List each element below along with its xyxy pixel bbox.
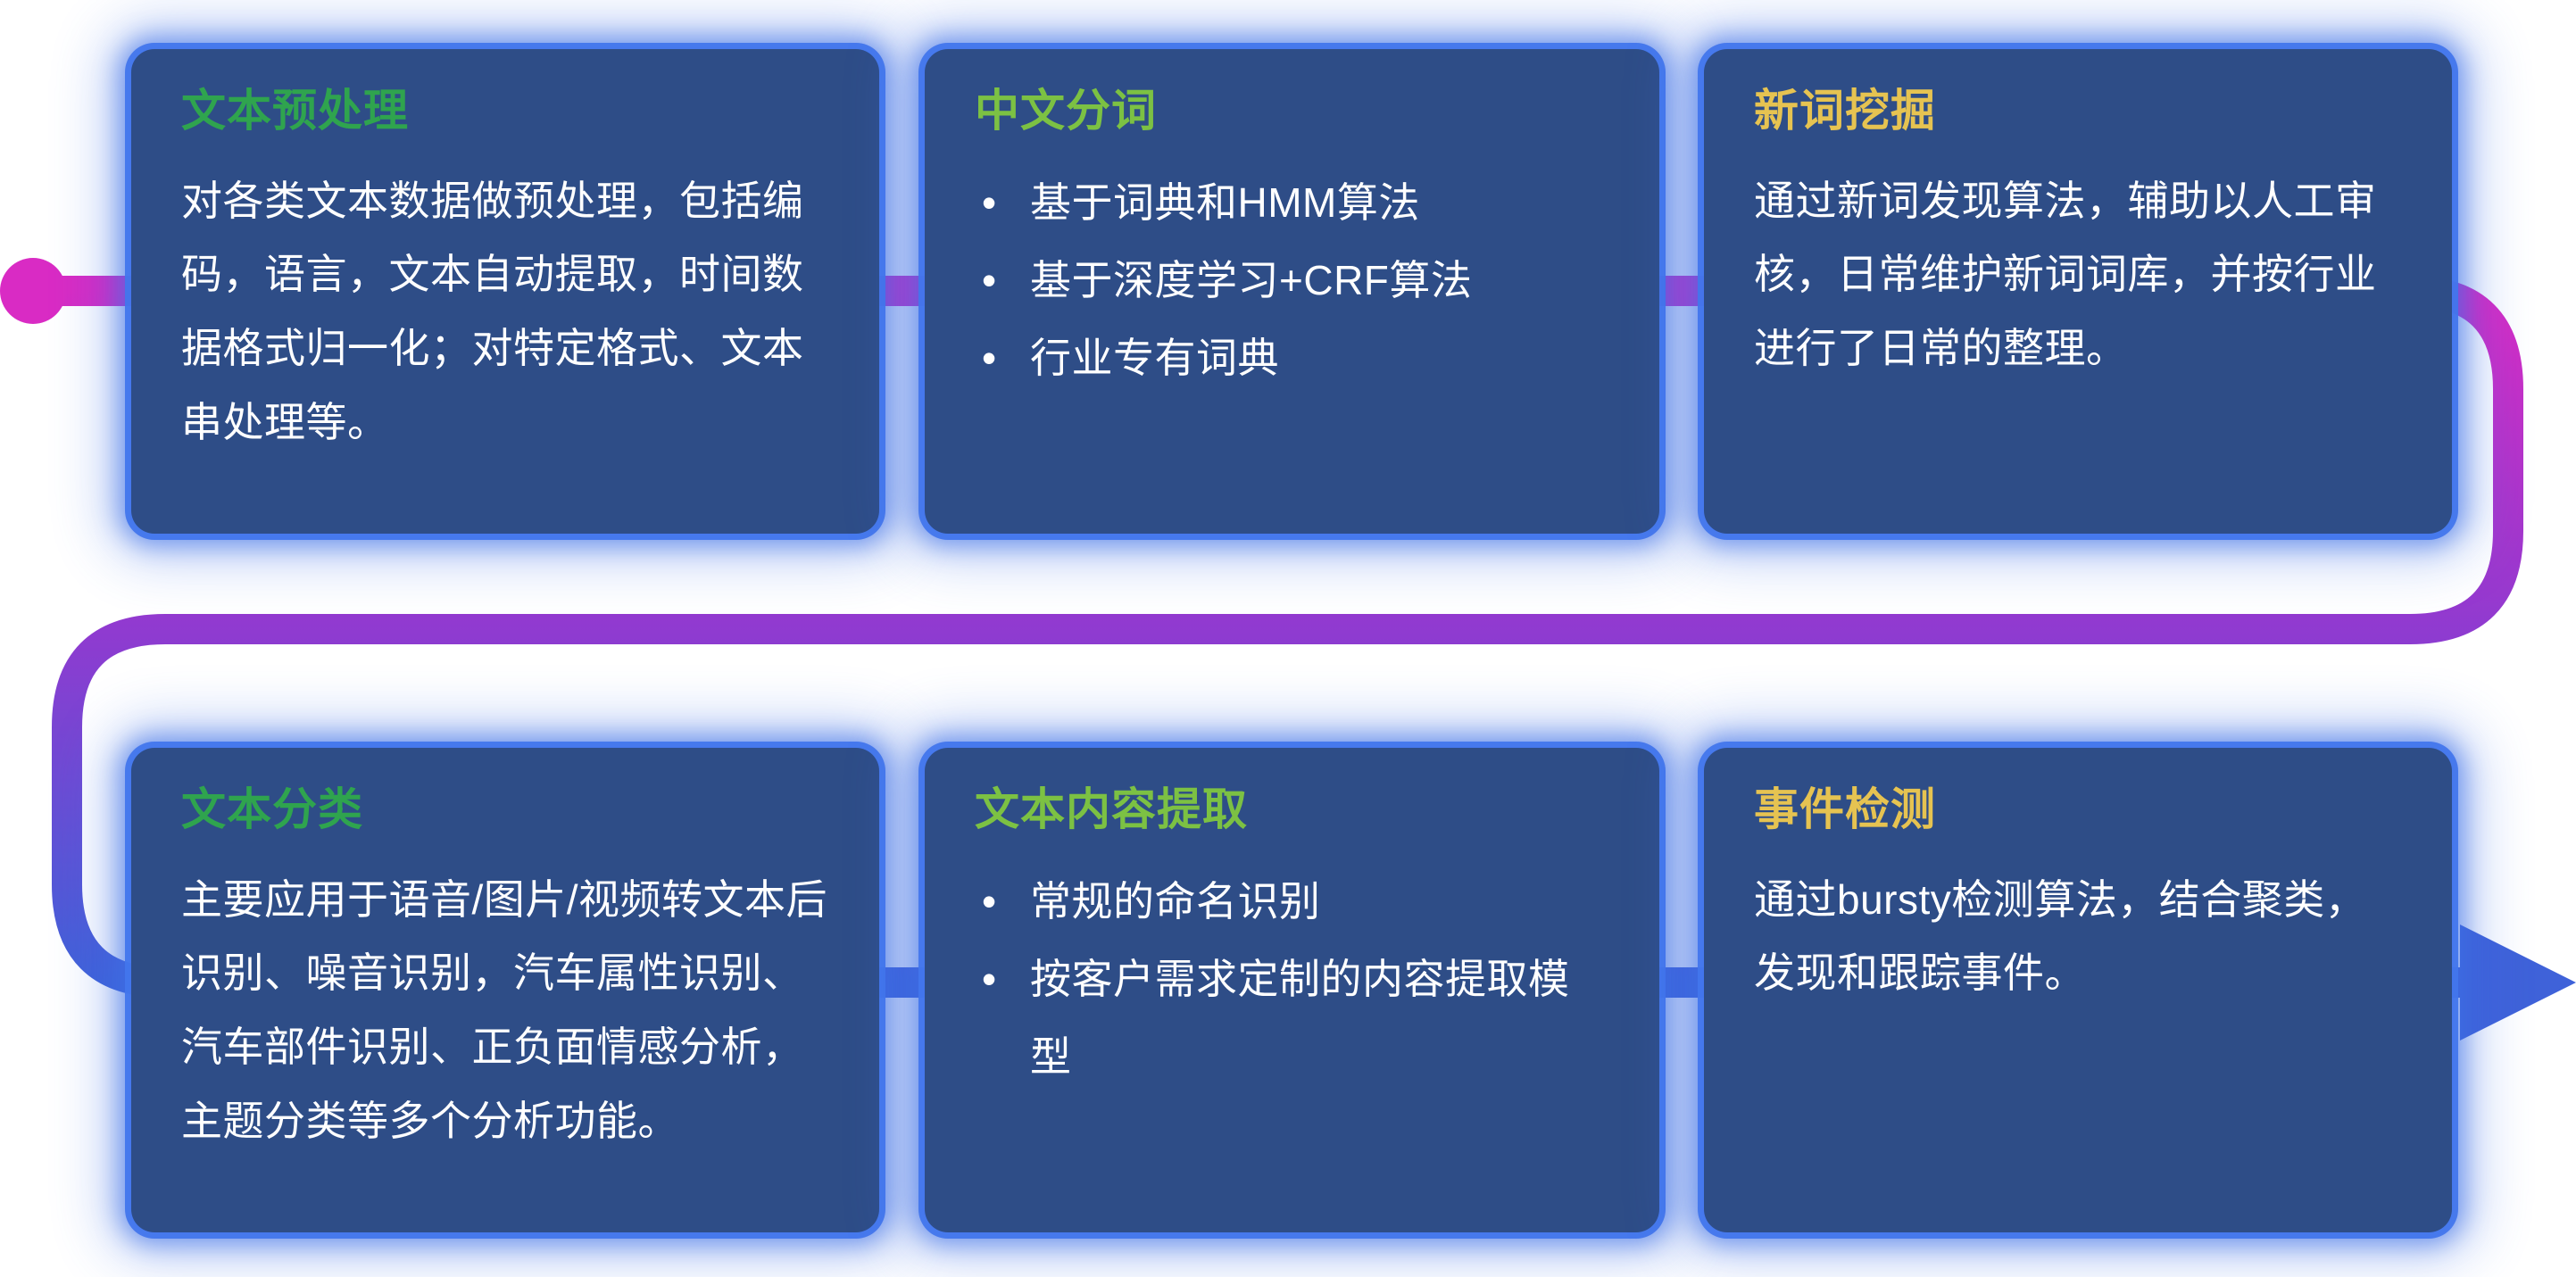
card-new-word-mining: 新词挖掘 通过新词发现算法，辅助以人工审核，日常维护新词词库，并按行业进行了日常… (1704, 49, 2452, 534)
bullet-list: 基于词典和HMM算法 基于深度学习+CRF算法 行业专有词典 (975, 164, 1609, 399)
card-title: 文本内容提取 (975, 784, 1248, 834)
bullet-list: 常规的命名识别 按客户需求定制的内容提取模型 (975, 863, 1609, 1097)
card-title: 新词挖掘 (1754, 86, 1936, 136)
card-body: 通过bursty检测算法，结合聚类，发现和跟踪事件。 (1754, 875, 2367, 997)
bullet-item: 基于深度学习+CRF算法 (975, 242, 1609, 320)
flow-arrow-icon (2460, 925, 2576, 1041)
card-title: 中文分词 (975, 86, 1157, 136)
card-title: 文本分类 (181, 784, 363, 834)
card-title: 文本预处理 (181, 86, 409, 136)
card-title: 事件检测 (1754, 784, 1936, 834)
bullet-item: 基于词典和HMM算法 (975, 164, 1609, 243)
card-text-preprocessing: 文本预处理 对各类文本数据做预处理，包括编码，语言，文本自动提取，时间数据格式归… (131, 49, 879, 534)
flow-path (33, 276, 2523, 998)
card-text-classification: 文本分类 主要应用于语音/图片/视频转文本后识别、噪音识别，汽车属性识别、汽车部… (131, 748, 879, 1232)
card-chinese-word-segmentation: 中文分词 基于词典和HMM算法 基于深度学习+CRF算法 行业专有词典 (925, 49, 1659, 534)
card-body: 主要应用于语音/图片/视频转文本后识别、噪音识别，汽车属性识别、汽车部件识别、正… (181, 875, 828, 1144)
bullet-item: 行业专有词典 (975, 319, 1609, 398)
flow-start-dot (0, 258, 66, 324)
card-text-content-extraction: 文本内容提取 常规的命名识别 按客户需求定制的内容提取模型 (925, 748, 1659, 1232)
card-body: 对各类文本数据做预处理，包括编码，语言，文本自动提取，时间数据格式归一化；对特定… (181, 177, 804, 445)
bullet-item: 按客户需求定制的内容提取模型 (975, 941, 1609, 1097)
card-body: 通过新词发现算法，辅助以人工审核，日常维护新词词库，并按行业进行了日常的整理。 (1754, 177, 2377, 372)
card-event-detection: 事件检测 通过bursty检测算法，结合聚类，发现和跟踪事件。 (1704, 748, 2452, 1232)
bullet-item: 常规的命名识别 (975, 863, 1609, 941)
